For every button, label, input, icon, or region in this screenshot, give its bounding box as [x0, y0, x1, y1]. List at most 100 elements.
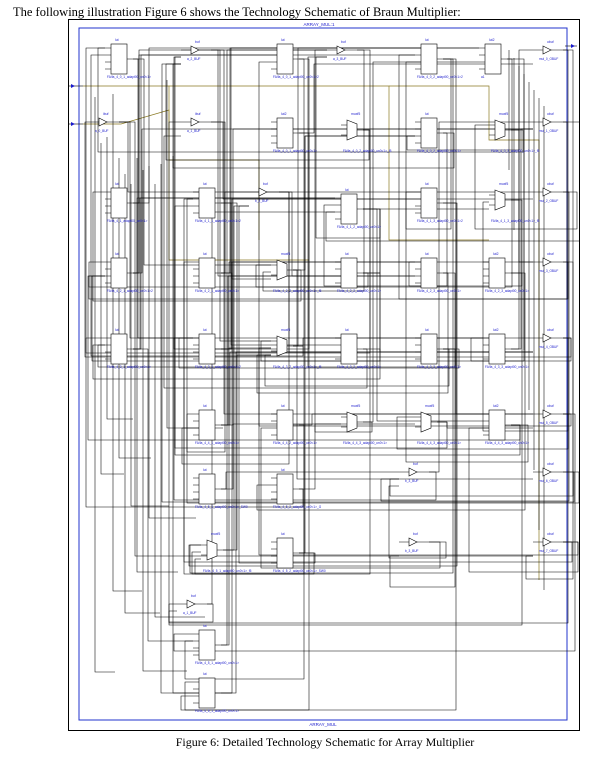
cell-instance-label: FA/fa_4_5_1_adapt00_un0<1>_SW0: [195, 505, 248, 509]
cell-type-label: muxf5: [425, 404, 434, 408]
cell-instance-label: mul_6_OBUF: [539, 479, 558, 483]
cell-type-label: lut: [203, 624, 207, 628]
cell-instance-label: a_3_BUF: [333, 57, 347, 61]
cell-instance-label: FA/fa_4_3_2_adapt00_un0<1>: [337, 365, 381, 369]
cell-instance-label: FA/fa_4_1_3_adapt00_un0<1>_f5: [491, 219, 540, 223]
cell-instance-label: FA/fa_4_0_1_adapt00_un0<1>2: [273, 75, 319, 79]
cell-instance-label: FA/fa_4_2_2_adapt00_un0<1>: [337, 289, 381, 293]
cell-type-label: lut: [345, 328, 349, 332]
cell-instance-label: b_2_BUF: [255, 199, 269, 203]
cell-instance-label: FA/fa_4_4_1_adapt00_un0<1>: [195, 441, 239, 445]
cell-instance-label: FA/fa_4_0_1_adapt00_un0<1>: [107, 75, 151, 79]
cell-instance-label: mul_7_OBUF: [539, 549, 558, 553]
cell-instance-label: mul_3_OBUF: [539, 269, 558, 273]
cell-type-label: obuf: [547, 328, 554, 332]
cell-type-label: lut: [345, 188, 349, 192]
cell-type-label: muxf5: [351, 404, 360, 408]
cell-type-label: lut2: [493, 404, 499, 408]
cell-type-label: ibuf: [195, 112, 201, 116]
cell-type-label: lut: [203, 672, 207, 676]
cell-type-label: lut: [115, 252, 119, 256]
cell-instance-label: a_2_BUF: [187, 57, 201, 61]
cell-instance-label: FA/fa_4_0_2_adapt00_un0<1>_f5: [343, 149, 392, 153]
module-top-label: ARRAY_MUL:1: [304, 22, 335, 27]
cell-type-label: ibuf: [103, 112, 109, 116]
module-outline: [78, 27, 568, 721]
cell-type-label: buf: [191, 594, 196, 598]
intro-text: The following illustration Figure 6 show…: [13, 5, 461, 19]
cell-type-label: lut: [425, 328, 429, 332]
schematic-cell-buf: obuf mul_6_OBUF: [533, 462, 563, 483]
wire-nets: [84, 47, 581, 711]
cell-instance-label: FA/fa_4_3_3_adapt00_un0<1>: [417, 365, 461, 369]
cell-instance-label: FA/fa_4_0_1_adapt00_un0<1>: [273, 149, 317, 153]
cell-instance-label: FA/fa_4_5_1_adapt00_un0<1>: [195, 661, 239, 665]
cell-type-label: buf: [341, 40, 346, 44]
cell-instance-label: FA/fa_4_3_3_adapt00_un0<1>: [485, 365, 529, 369]
cell-type-label: obuf: [547, 252, 554, 256]
input-pin-b: [69, 122, 83, 126]
cell-instance-label: FA/fa_4_4_3_adapt00_un0<1>: [343, 441, 387, 445]
schematic-cell-buf: obuf mul_7_OBUF: [533, 532, 563, 553]
cell-instance-label: FA/fa_4_5_2_adapt00_un0<1>_SW0: [273, 569, 326, 573]
cell-instance-label: FA/fa_4_2_1_adapt00_un0<1>2: [107, 289, 153, 293]
cell-type-label: lut: [203, 404, 207, 408]
cell-instance-label: FA/fa_4_6_1_adapt00_un0<1>: [195, 709, 239, 713]
cell-instance-label: FA/fa_4_3_1_adapt00_un0<1>2: [195, 365, 241, 369]
output-pin-mul: [565, 44, 577, 48]
cell-type-label: lut: [281, 404, 285, 408]
schematic-cell-buf: obuf mul_3_OBUF: [533, 252, 563, 273]
cell-type-label: muxf5: [499, 182, 508, 186]
cell-type-label: obuf: [547, 532, 554, 536]
cell-type-label: obuf: [547, 462, 554, 466]
cell-instance-label: mul_5_OBUF: [539, 421, 558, 425]
cell-instance-label: FA/fa_4_4_3_adapt00_un0<1>: [417, 441, 461, 445]
cell-instance-label: mul_4_OBUF: [539, 345, 558, 349]
cell-instance-label: a_1_BUF: [187, 129, 201, 133]
cell-type-label: lut: [425, 252, 429, 256]
cell-instance-label: a_1_BUF: [183, 611, 197, 615]
cell-instance-label: a1: [481, 75, 485, 79]
cell-instance-label: FA/fa_4_1_3_adapt00_un0<1>2: [417, 219, 463, 223]
cell-type-label: lut: [281, 468, 285, 472]
cell-instance-label: FA/fa_4_1_1_adapt00_un0<1>2: [195, 219, 241, 223]
cell-instance-label: FA/fa_4_1_adapt00_un0<1>: [107, 219, 148, 223]
cell-type-label: muxf5: [499, 112, 508, 116]
cell-instance-label: FA/fa_4_3_2_adapt00_un0<1>_f5: [273, 365, 322, 369]
cell-type-label: lut: [115, 182, 119, 186]
cell-type-label: lut2: [493, 252, 499, 256]
cell-instance-label: mul_0_OBUF: [539, 57, 558, 61]
cell-instance-label: FA/fa_4_0_3_adapt00_un0<1>_f5: [491, 149, 540, 153]
cell-type-label: lut: [203, 252, 207, 256]
cell-instance-label: mul_2_OBUF: [539, 199, 558, 203]
cell-type-label: lut: [425, 112, 429, 116]
cell-type-label: obuf: [547, 40, 554, 44]
cell-instance-label: FA/fa_4_2_3_adapt00_un0<1>: [417, 289, 461, 293]
cell-type-label: muxf5: [211, 532, 220, 536]
